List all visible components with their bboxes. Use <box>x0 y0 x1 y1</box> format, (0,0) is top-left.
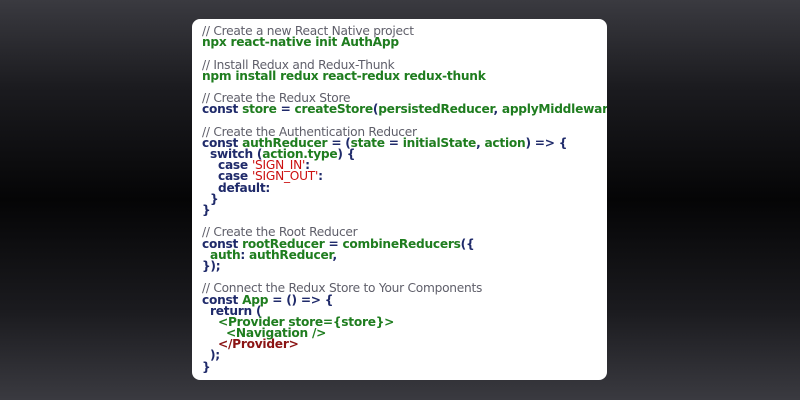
code-punctuation: = <box>324 236 343 251</box>
code-punctuation: , <box>493 102 502 117</box>
code-identifier: npm install redux react-redux redux-thun… <box>202 68 486 83</box>
code-comment: // Create the Redux Store <box>202 91 351 106</box>
code-line: case 'SIGN_IN': <box>202 158 607 173</box>
code-keyword: const <box>202 102 243 117</box>
code-comment: // Connect the Redux Store to Your Compo… <box>202 281 483 296</box>
code-line: npx react-native init AuthApp <box>202 35 607 50</box>
code-line: } <box>202 191 607 206</box>
code-line: // Create the Root Reducer <box>202 225 607 240</box>
code-line: const rootReducer = combineReducers({ <box>202 236 607 251</box>
code-identifier: <Navigation /> <box>225 326 327 341</box>
code-line: npm install redux react-redux redux-thun… <box>202 68 607 83</box>
code-line: auth: authReducer, <box>202 247 607 262</box>
code-line: // Install Redux and Redux-Thunk <box>202 57 607 72</box>
code-line: </Provider> <box>202 337 607 352</box>
code-identifier: authReducer <box>249 247 333 262</box>
code-punctuation: ( <box>372 102 379 117</box>
code-line: <Navigation /> <box>202 326 607 341</box>
code-identifier: store <box>242 102 277 117</box>
code-keyword: case <box>217 158 252 173</box>
code-line: }); <box>202 258 607 273</box>
code-punctuation: }); <box>202 258 221 273</box>
code-line: const App = () => { <box>202 292 607 307</box>
code-keyword: default: <box>217 180 271 195</box>
code-line: ); <box>202 348 607 363</box>
code-line: return ( <box>202 303 607 318</box>
code-punctuation: ) => { <box>525 135 568 150</box>
code-keyword: case <box>217 169 252 184</box>
code-line: // Create the Redux Store <box>202 91 607 106</box>
code-punctuation: ( <box>256 147 263 162</box>
code-line: const store = createStore(persistedReduc… <box>202 102 607 117</box>
code-punctuation: ) { <box>337 147 356 162</box>
code-line: case 'SIGN_OUT': <box>202 169 607 184</box>
code-line: } <box>202 359 607 374</box>
code-punctuation: = <box>276 102 295 117</box>
code-line: // Create the Authentication Reducer <box>202 124 607 139</box>
code-identifier: rootReducer <box>242 236 325 251</box>
code-punctuation: : <box>318 169 323 184</box>
code-comment: // Create a new React Native project <box>202 24 414 38</box>
code-identifier: persistedReducer <box>378 102 494 117</box>
code-punctuation: , <box>476 135 485 150</box>
code-identifier: createStore <box>294 102 374 117</box>
code-punctuation: = ( <box>327 135 351 150</box>
code-punctuation: , <box>332 247 337 262</box>
code-keyword: return <box>210 303 256 318</box>
code-identifier: initialState <box>402 135 477 150</box>
code-identifier: <Provider store={store}> <box>217 314 395 329</box>
code-keyword: const <box>202 236 243 251</box>
code-punctuation: ); <box>202 348 220 363</box>
code-punctuation: = () => { <box>268 292 334 307</box>
code-closing-tag: </Provider> <box>217 337 299 352</box>
code-line: const authReducer = (state = initialStat… <box>202 135 607 150</box>
code-comment: // Create the Root Reducer <box>202 225 358 240</box>
code-identifier: auth <box>210 247 241 262</box>
code-identifier: action.type <box>262 147 338 162</box>
code-punctuation: : <box>305 158 310 173</box>
code-line: // Connect the Redux Store to Your Compo… <box>202 281 607 296</box>
code-punctuation: ( <box>255 303 262 318</box>
code-punctuation: } <box>202 191 219 206</box>
code-string: 'SIGN_OUT' <box>251 169 319 184</box>
code-punctuation: = <box>384 135 403 150</box>
code-comment: // Install Redux and Redux-Thunk <box>202 57 395 72</box>
code-string: 'SIGN_IN' <box>251 158 306 173</box>
code-identifier: applyMiddleware <box>501 102 607 117</box>
code-punctuation: } <box>202 359 211 374</box>
code-identifier: combineReducers <box>342 236 461 251</box>
code-line: switch (action.type) { <box>202 147 607 162</box>
code-keyword: const <box>202 292 243 307</box>
code-comment: // Create the Authentication Reducer <box>202 124 417 139</box>
code-identifier: npx react-native init AuthApp <box>202 35 399 50</box>
code-punctuation: } <box>202 203 211 217</box>
code-identifier: state <box>350 135 385 150</box>
code-punctuation: ({ <box>460 236 475 251</box>
code-punctuation: : <box>240 247 250 262</box>
code-identifier: action <box>484 135 526 150</box>
code-identifier: authReducer <box>242 135 328 150</box>
code-line: default: <box>202 180 607 195</box>
code-identifier: App <box>242 292 269 307</box>
code-line: } <box>202 203 607 217</box>
code-line: // Create a new React Native project <box>202 24 607 38</box>
code-keyword: switch <box>210 147 257 162</box>
code-line: <Provider store={store}> <box>202 314 607 329</box>
code-keyword: const <box>202 135 243 150</box>
